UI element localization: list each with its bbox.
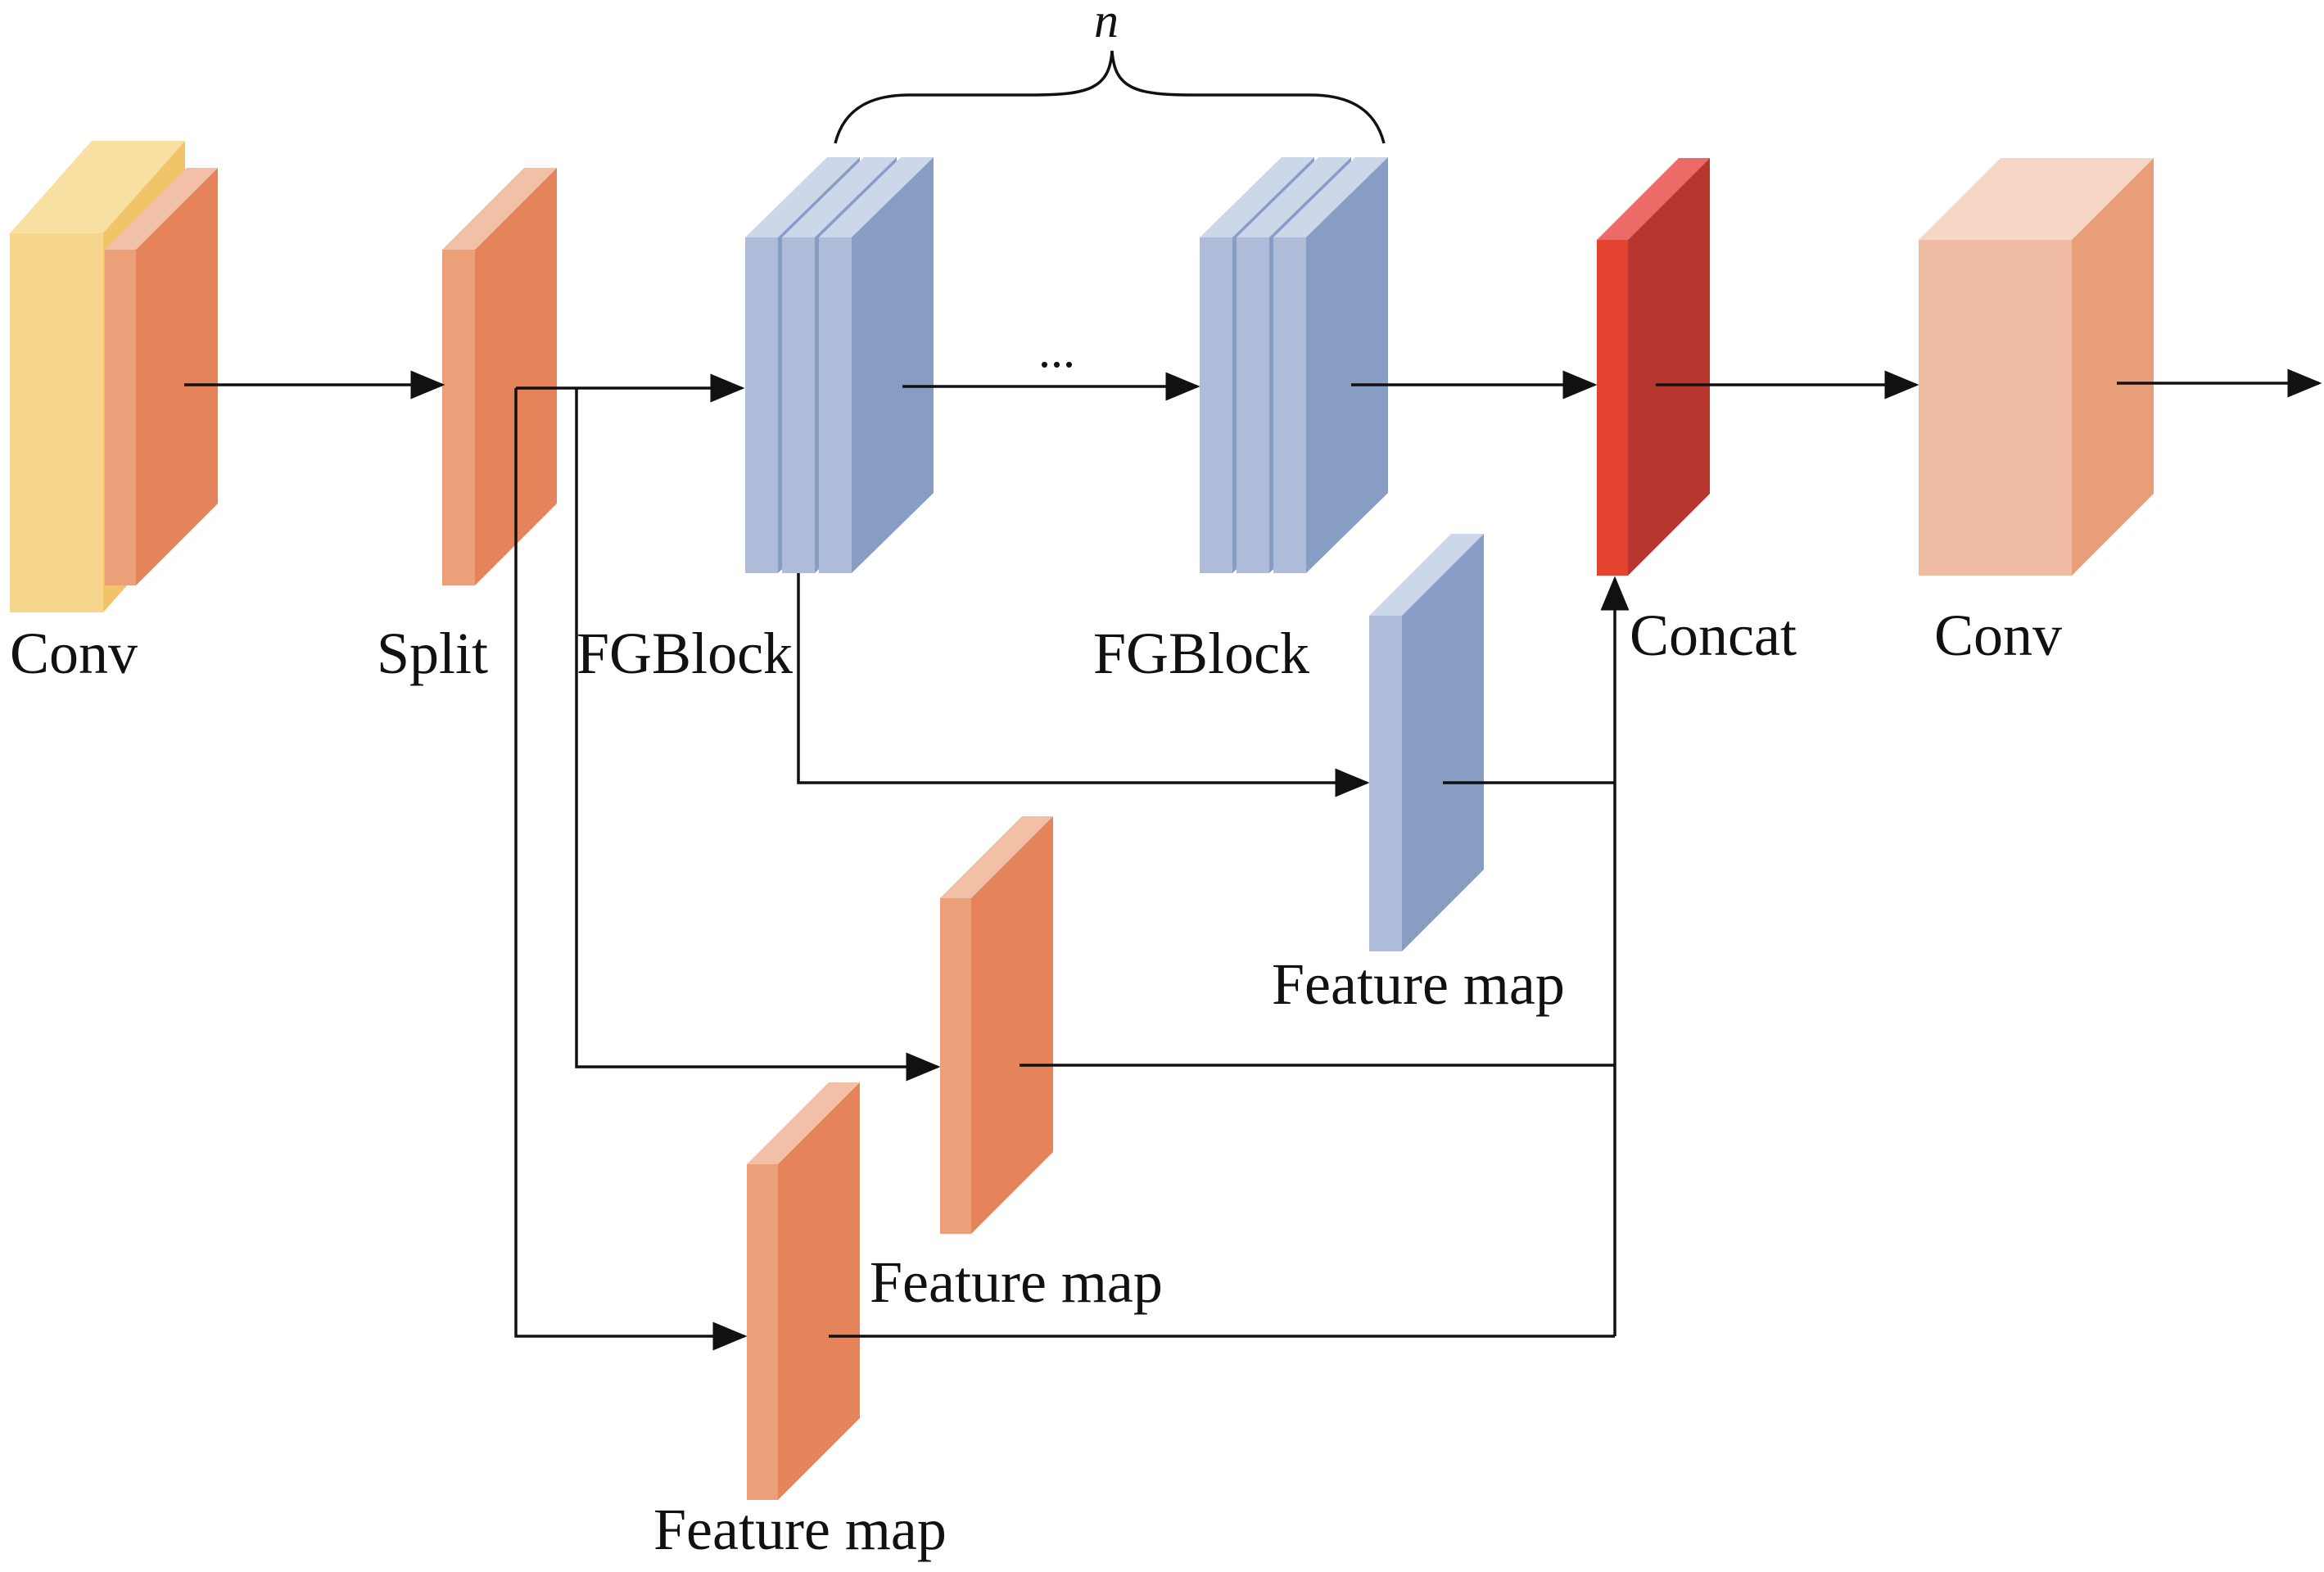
fgblock-last-block [1200,157,1388,573]
arrow-split-to-feature-map-low [514,388,748,1351]
fgblock-first-label: FGBlock [576,621,793,686]
repeat-brace [834,50,1386,144]
feature-map-low-label: Feature map [653,1497,947,1562]
feature-map-mid-block [940,816,1053,1234]
feature-map-mid-label: Feature map [870,1249,1163,1315]
fgblock-first-block [745,157,934,573]
conv-input-block [10,141,218,612]
conv-output-label: Conv [1934,603,2062,668]
ellipsis-label: ... [1038,323,1075,377]
arrow-split-to-feature-map-mid [575,388,941,1082]
arrow-fgblock-to-feature-map [797,573,1370,797]
feature-map-fg-block [1369,534,1484,951]
split-label: Split [377,621,488,686]
concat-block [1597,158,1710,576]
connectors [184,50,2322,1351]
conv-output-block [1919,158,2154,576]
concat-label: Concat [1630,603,1797,668]
feature-map-low-block [747,1082,860,1500]
fgblock-last-label: FGBlock [1093,621,1309,686]
feature-map-fg-label: Feature map [1272,951,1565,1017]
split-block [442,168,557,585]
conv-input-label: Conv [10,621,138,686]
repeat-count-label: n [1094,0,1119,47]
